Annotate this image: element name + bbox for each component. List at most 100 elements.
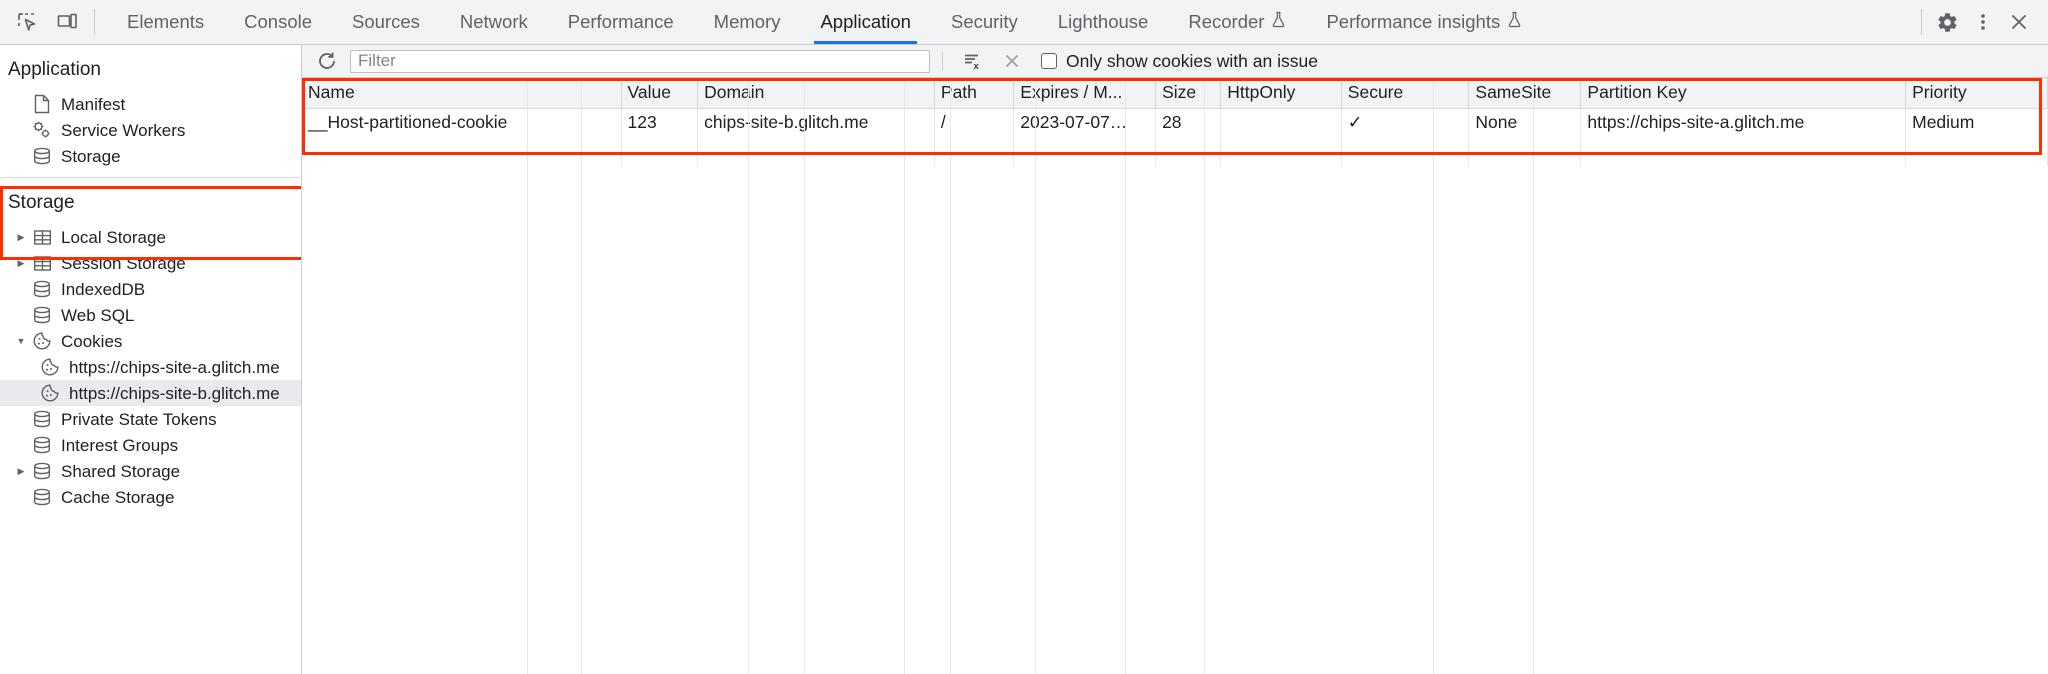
clear-filtered-cookies-icon[interactable]: x bbox=[955, 45, 989, 78]
tab-sources[interactable]: Sources bbox=[332, 0, 440, 44]
cell-domain[interactable]: chips-site-b.glitch.me bbox=[697, 108, 935, 137]
column-header-path[interactable]: Path bbox=[934, 78, 1015, 109]
tab-lighthouse[interactable]: Lighthouse bbox=[1038, 0, 1169, 44]
gear-icon[interactable] bbox=[1930, 5, 1964, 39]
column-header-domain[interactable]: Domain bbox=[697, 78, 935, 109]
close-icon[interactable] bbox=[2002, 5, 2036, 39]
chevron-right-icon[interactable]: ▶ bbox=[17, 231, 25, 242]
column-header-secure[interactable]: Secure bbox=[1341, 78, 1470, 109]
table-filler-row bbox=[302, 137, 2048, 166]
database-icon bbox=[30, 436, 54, 454]
filler-cell bbox=[1905, 137, 2048, 166]
column-separator bbox=[1035, 78, 1036, 674]
more-options-icon[interactable] bbox=[1966, 5, 2000, 39]
tab-performance[interactable]: Performance bbox=[548, 0, 694, 44]
tab-performance-insights[interactable]: Performance insights bbox=[1306, 0, 1542, 44]
filler-cell bbox=[1468, 137, 1582, 166]
table-row[interactable]: __Host-partitioned-cookie 123 chips-site… bbox=[302, 108, 2048, 137]
column-header-httponly[interactable]: HttpOnly bbox=[1220, 78, 1342, 109]
tab-label: Recorder bbox=[1188, 11, 1265, 32]
svg-text:x: x bbox=[974, 61, 980, 72]
sidebar-item-local-storage[interactable]: ▶ Local Storage bbox=[0, 224, 301, 250]
filler-cell bbox=[1013, 137, 1157, 166]
cookie-icon bbox=[38, 383, 62, 403]
tab-recorder[interactable]: Recorder bbox=[1168, 0, 1306, 44]
column-header-expires[interactable]: Expires / M... bbox=[1013, 78, 1157, 109]
refresh-icon[interactable] bbox=[310, 45, 344, 78]
column-header-name[interactable]: Name bbox=[302, 78, 622, 109]
column-header-value[interactable]: Value bbox=[621, 78, 699, 109]
tabbar-right-actions bbox=[1917, 0, 2048, 44]
cell-partition-key[interactable]: https://chips-site-a.glitch.me bbox=[1580, 108, 1907, 137]
sidebar-item-cookies[interactable]: ▼ Cookies bbox=[0, 328, 301, 354]
sidebar-item-shared-storage[interactable]: ▶ Shared Storage bbox=[0, 458, 301, 484]
sidebar-item-cache-storage[interactable]: Cache Storage bbox=[0, 484, 301, 510]
database-icon bbox=[30, 488, 54, 506]
column-header-partition-key[interactable]: Partition Key bbox=[1580, 78, 1907, 109]
chevron-right-icon[interactable]: ▶ bbox=[17, 465, 25, 476]
checkbox-box[interactable] bbox=[1041, 53, 1057, 69]
tab-label: Application bbox=[820, 11, 911, 32]
sidebar-item-storage[interactable]: Storage bbox=[0, 143, 301, 169]
sidebar-item-label: IndexedDB bbox=[61, 279, 146, 299]
sidebar-item-manifest[interactable]: Manifest bbox=[0, 91, 301, 117]
tab-memory[interactable]: Memory bbox=[694, 0, 801, 44]
tab-application[interactable]: Application bbox=[800, 0, 931, 44]
tabbar-tools bbox=[0, 0, 107, 44]
sidebar-item-interest-groups[interactable]: Interest Groups bbox=[0, 432, 301, 458]
sidebar-divider bbox=[0, 177, 301, 178]
table-header-row: Name Value Domain Path Expires / M... Si… bbox=[302, 78, 2048, 109]
database-icon bbox=[30, 280, 54, 298]
cookies-panel: x Only show cookies with an issue bbox=[302, 45, 2048, 674]
inspect-element-icon[interactable] bbox=[10, 5, 44, 39]
filler-cell bbox=[1220, 137, 1342, 166]
sidebar-item-web-sql[interactable]: Web SQL bbox=[0, 302, 301, 328]
cell-secure[interactable]: ✓ bbox=[1341, 108, 1470, 137]
column-header-size[interactable]: Size bbox=[1155, 78, 1222, 109]
table-body: __Host-partitioned-cookie 123 chips-site… bbox=[302, 108, 2048, 166]
cell-name[interactable]: __Host-partitioned-cookie bbox=[302, 108, 622, 137]
filler-cell bbox=[621, 137, 699, 166]
column-separator bbox=[804, 78, 805, 674]
cell-samesite[interactable]: None bbox=[1468, 108, 1582, 137]
chevron-down-icon[interactable]: ▼ bbox=[16, 336, 26, 346]
sidebar-item-label: Private State Tokens bbox=[61, 409, 217, 429]
column-header-priority[interactable]: Priority bbox=[1905, 78, 2048, 109]
cell-httponly[interactable] bbox=[1220, 108, 1342, 137]
tab-elements[interactable]: Elements bbox=[107, 0, 224, 44]
sidebar-item-indexeddb[interactable]: IndexedDB bbox=[0, 276, 301, 302]
sidebar-item-label: Service Workers bbox=[61, 120, 186, 140]
sidebar-item-label: Web SQL bbox=[61, 305, 135, 325]
sidebar-item-cookies-site-a[interactable]: https://chips-site-a.glitch.me bbox=[0, 354, 301, 380]
column-header-samesite[interactable]: SameSite bbox=[1468, 78, 1582, 109]
clear-all-cookies-icon[interactable] bbox=[995, 45, 1029, 78]
only-issues-checkbox[interactable]: Only show cookies with an issue bbox=[1041, 51, 1318, 72]
cell-path[interactable]: / bbox=[934, 108, 1015, 137]
search-input[interactable] bbox=[350, 49, 930, 73]
tab-console[interactable]: Console bbox=[224, 0, 332, 44]
tab-network[interactable]: Network bbox=[440, 0, 548, 44]
cell-expires[interactable]: 2023-07-07… bbox=[1013, 108, 1157, 137]
sidebar-item-session-storage[interactable]: ▶ Session Storage bbox=[0, 250, 301, 276]
sidebar-item-label: Shared Storage bbox=[61, 461, 181, 481]
sidebar-section-application-title: Application bbox=[8, 59, 101, 80]
device-toolbar-icon[interactable] bbox=[50, 5, 84, 39]
table-grid-icon bbox=[30, 229, 54, 246]
filler-cell bbox=[1341, 137, 1470, 166]
column-separator bbox=[950, 78, 951, 674]
database-icon bbox=[30, 306, 54, 324]
cell-priority[interactable]: Medium bbox=[1905, 108, 2048, 137]
chevron-right-icon[interactable]: ▶ bbox=[17, 257, 25, 268]
tab-security[interactable]: Security bbox=[931, 0, 1038, 44]
column-separator bbox=[1533, 78, 1534, 674]
filler-cell bbox=[697, 137, 935, 166]
sidebar-item-label: https://chips-site-a.glitch.me bbox=[69, 357, 280, 377]
sidebar-item-service-workers[interactable]: Service Workers bbox=[0, 117, 301, 143]
sidebar-item-label: Cookies bbox=[61, 331, 123, 351]
cell-value[interactable]: 123 bbox=[621, 108, 699, 137]
table-grid-icon bbox=[30, 255, 54, 272]
cookies-data-grid: Name Value Domain Path Expires / M... Si… bbox=[302, 78, 2048, 674]
cell-size[interactable]: 28 bbox=[1155, 108, 1222, 137]
sidebar-item-cookies-site-b[interactable]: https://chips-site-b.glitch.me bbox=[0, 380, 301, 406]
sidebar-item-private-state-tokens[interactable]: Private State Tokens bbox=[0, 406, 301, 432]
